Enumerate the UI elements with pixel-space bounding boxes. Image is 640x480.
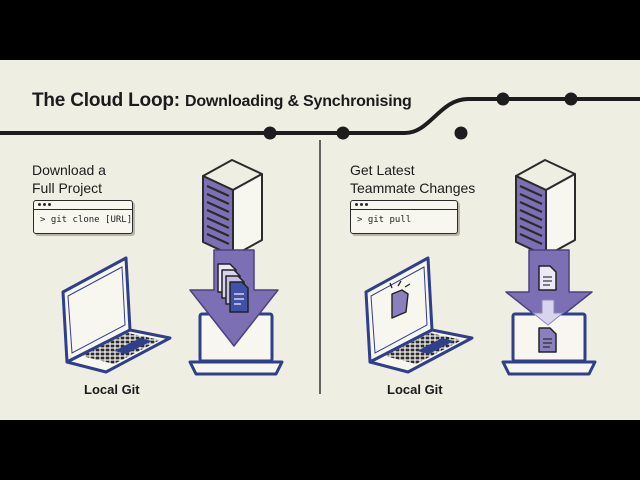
document-icon xyxy=(538,327,557,353)
laptop-icon xyxy=(364,256,474,374)
document-icon xyxy=(217,263,249,313)
commit-dot xyxy=(263,126,277,140)
right-heading: Get Latest Teammate Changes xyxy=(350,161,475,197)
right-caption: Local Git xyxy=(387,382,443,397)
page-title: The Cloud Loop: Downloading & Synchronis… xyxy=(32,90,412,112)
left-heading-line-2: Full Project xyxy=(32,180,103,196)
title-part-2: Downloading & Synchronising xyxy=(184,93,412,110)
terminal-icon: > git pull xyxy=(350,200,458,234)
title-part-1: The Cloud Loop: xyxy=(32,90,185,111)
document-icon xyxy=(538,265,557,291)
commit-dot xyxy=(336,126,350,140)
left-heading: Download a Full Project xyxy=(32,161,106,197)
document-icon xyxy=(391,289,409,319)
right-command: > git pull xyxy=(357,215,412,225)
terminal-icon: > git clone [URL] xyxy=(33,200,133,234)
left-command: > git clone [URL] xyxy=(40,215,133,225)
right-heading-line-1: Get Latest xyxy=(350,162,415,178)
branch-line xyxy=(0,97,640,135)
commit-dot xyxy=(564,92,578,106)
server-icon xyxy=(202,159,263,257)
left-heading-line-1: Download a xyxy=(32,162,106,178)
commit-dot xyxy=(454,126,468,140)
right-heading-line-2: Teammate Changes xyxy=(350,180,476,196)
server-icon xyxy=(515,159,576,257)
laptop-icon xyxy=(61,256,172,374)
commit-dot xyxy=(496,92,510,106)
down-arrow-icon xyxy=(531,299,565,326)
commit-dots xyxy=(263,92,578,140)
left-caption: Local Git xyxy=(84,382,140,397)
